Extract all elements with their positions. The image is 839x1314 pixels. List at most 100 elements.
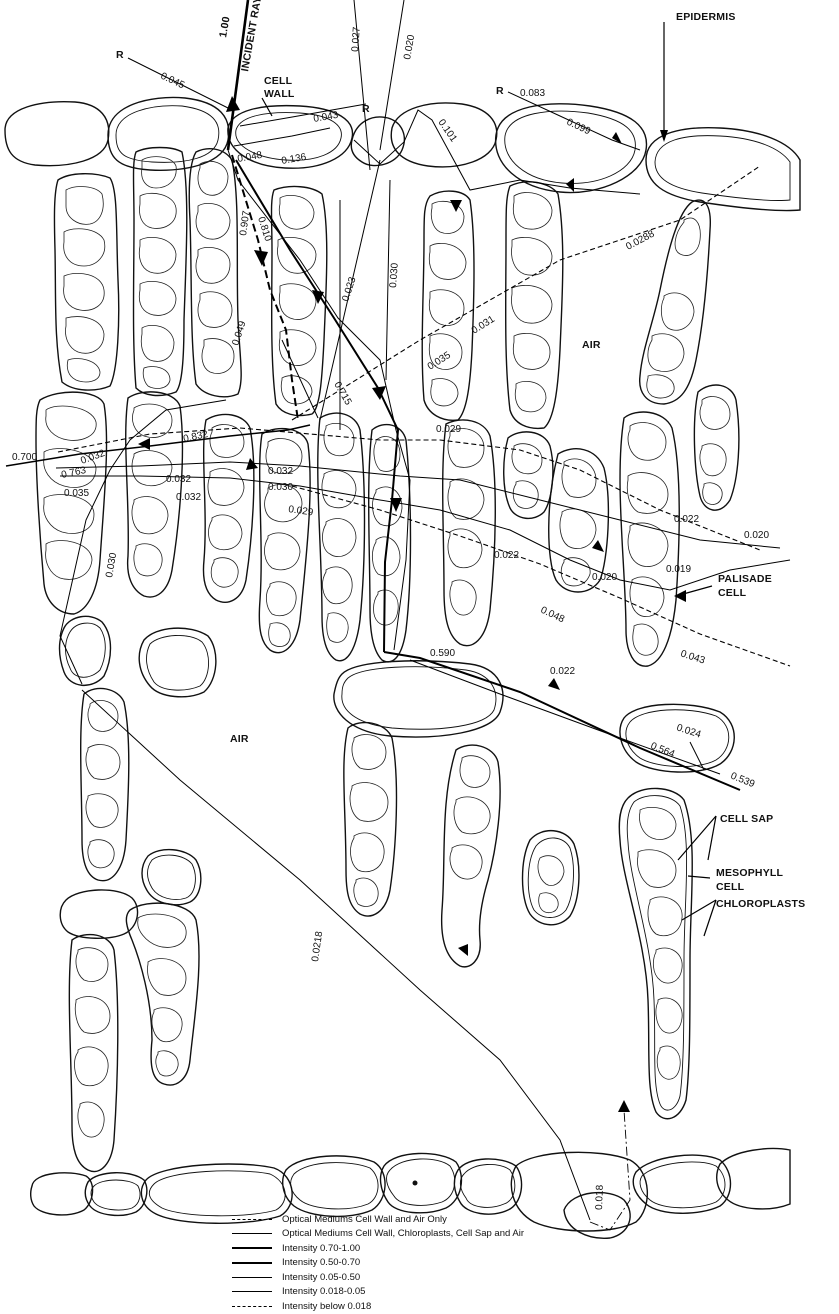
ray-value: 0.022	[550, 666, 575, 677]
palisade-cell-11	[259, 429, 310, 653]
legend-line-sample	[232, 1219, 272, 1220]
ray-value: 0.049	[230, 319, 248, 347]
ray-value: 0.030	[388, 262, 401, 288]
legend-line-sample	[232, 1262, 272, 1264]
legend-line-sample	[232, 1277, 272, 1278]
ray-value: 0.029	[288, 504, 315, 518]
ray-value: 0.907	[238, 210, 252, 237]
mesophyll-cell-c	[69, 935, 117, 1172]
mesophyll-label-2: CELL	[716, 881, 745, 893]
legend-row: Intensity 0.70-1.00	[232, 1241, 672, 1256]
palisade-cell-3	[189, 149, 241, 397]
ray-value: 0.020	[402, 34, 417, 61]
ray-value: 0.0218	[310, 930, 325, 962]
mesophyll-label-1: MESOPHYLL	[716, 867, 784, 879]
palisade-cell-9	[126, 392, 183, 597]
epidermis-label: EPIDERMIS	[676, 11, 736, 23]
incident-value-label: 1.00	[217, 16, 233, 39]
mesophyll-cell-f	[442, 745, 500, 967]
palisade-cell-12	[318, 413, 365, 661]
legend-text: Intensity 0.50-0.70	[282, 1257, 360, 1268]
legend-text: Intensity 0.05-0.50	[282, 1272, 360, 1283]
legend-row: Intensity 0.50-0.70	[232, 1256, 672, 1271]
ray-value: 0.020	[592, 572, 617, 583]
ray-value: 0.0288	[624, 228, 657, 252]
ray-value: 0.030	[268, 482, 293, 493]
legend-row: Optical Mediums Cell Wall, Chloroplasts,…	[232, 1227, 672, 1242]
ray-value: 0.032	[176, 492, 201, 503]
palisade-cell-5	[422, 191, 474, 420]
ray-value: 0.024	[675, 722, 703, 740]
ray-value: 0.101	[436, 117, 460, 144]
ray-value: 0.045	[159, 71, 187, 92]
ray-value: 0.083	[520, 88, 545, 99]
palisade-cell-10	[204, 414, 254, 602]
ray-value: 0.031	[470, 314, 497, 337]
air-label-top: AIR	[582, 339, 601, 351]
mesophyll-cell-g	[523, 831, 579, 925]
mesophyll-cell-a	[81, 688, 129, 880]
palisade-cell-14	[443, 420, 496, 646]
mesophyll-cell-e	[344, 723, 397, 916]
reflected-label-right: R	[496, 85, 504, 97]
palisade-label-1: PALISADE	[718, 573, 772, 585]
ray-value: 0.018	[594, 1184, 606, 1210]
air-label-mid: AIR	[230, 733, 249, 745]
cell-wall-label-2: WALL	[264, 88, 295, 100]
legend-text: Intensity 0.018-0.05	[282, 1286, 365, 1297]
ray-value: 0.043	[313, 110, 340, 125]
ray-value: 0.030	[104, 552, 119, 579]
ray-value: 0.022	[674, 514, 699, 525]
upper-epidermis	[5, 97, 800, 210]
ray-value: 0.136	[281, 152, 308, 167]
cell-sap-label: CELL SAP	[720, 813, 773, 825]
palisade-cell-1	[54, 174, 118, 390]
ray-value: 0.032	[268, 466, 293, 477]
palisade-cell-16	[549, 449, 609, 592]
ray-value: 0.023	[340, 275, 358, 303]
ray-value: 0.099	[565, 117, 593, 138]
palisade-cell-6	[506, 182, 563, 429]
legend-text: Optical Mediums Cell Wall and Air Only	[282, 1214, 447, 1225]
legend-text: Optical Mediums Cell Wall, Chloroplasts,…	[282, 1228, 524, 1239]
legend-line-sample	[232, 1247, 272, 1249]
mesophyll-cell-b	[60, 850, 201, 939]
palisade-cell-17	[620, 412, 679, 666]
ray-value: 0.048	[539, 605, 567, 626]
reflected-label-left: R	[116, 49, 124, 61]
palisade-cell-2	[134, 148, 187, 396]
legend-line-sample	[232, 1291, 272, 1292]
ray-value: 0.590	[430, 648, 455, 659]
cell-wall-label-1: CELL	[264, 75, 293, 87]
ray-value: 0.763	[60, 465, 87, 481]
palisade-label-2: CELL	[718, 587, 747, 599]
ray-value: 0.032	[166, 474, 191, 485]
ray-value: 0.043	[679, 648, 707, 666]
legend-row: Intensity 0.018-0.05	[232, 1285, 672, 1300]
palisade-cell-18	[694, 385, 739, 510]
ray-intensity-values: 0.045 0.027 0.020 0.083 0.043 0.048 0.13…	[12, 26, 769, 1210]
ray-value: 0.019	[666, 564, 691, 575]
legend-row: Intensity 0.05-0.50	[232, 1270, 672, 1285]
legend-text: Intensity 0.70-1.00	[282, 1243, 360, 1254]
legend-text: Intensity below 0.018	[282, 1301, 371, 1312]
palisade-cell-8	[36, 392, 107, 614]
mesophyll-cell-h	[619, 788, 692, 1118]
mesophyll-cell-d	[126, 903, 199, 1085]
ray-value: 0.048	[237, 150, 264, 165]
chloroplasts-label: CHLOROPLASTS	[716, 898, 805, 910]
legend-row: Intensity below 0.018	[232, 1299, 672, 1314]
spongy-mesophyll	[60, 616, 735, 1171]
palisade-cell-15	[504, 432, 553, 519]
ray-value: 0.035	[64, 488, 89, 499]
legend-row: Optical Mediums Cell Wall and Air Only	[232, 1212, 672, 1227]
label-pointers	[262, 22, 716, 936]
ray-value: 0.029	[436, 424, 461, 435]
ray-value: 0.700	[12, 452, 37, 463]
legend-line-sample	[232, 1233, 272, 1234]
ray-value: 0.027	[350, 26, 363, 52]
ray-value: 0.020	[744, 530, 769, 541]
reflected-label-mid: R	[362, 103, 370, 115]
